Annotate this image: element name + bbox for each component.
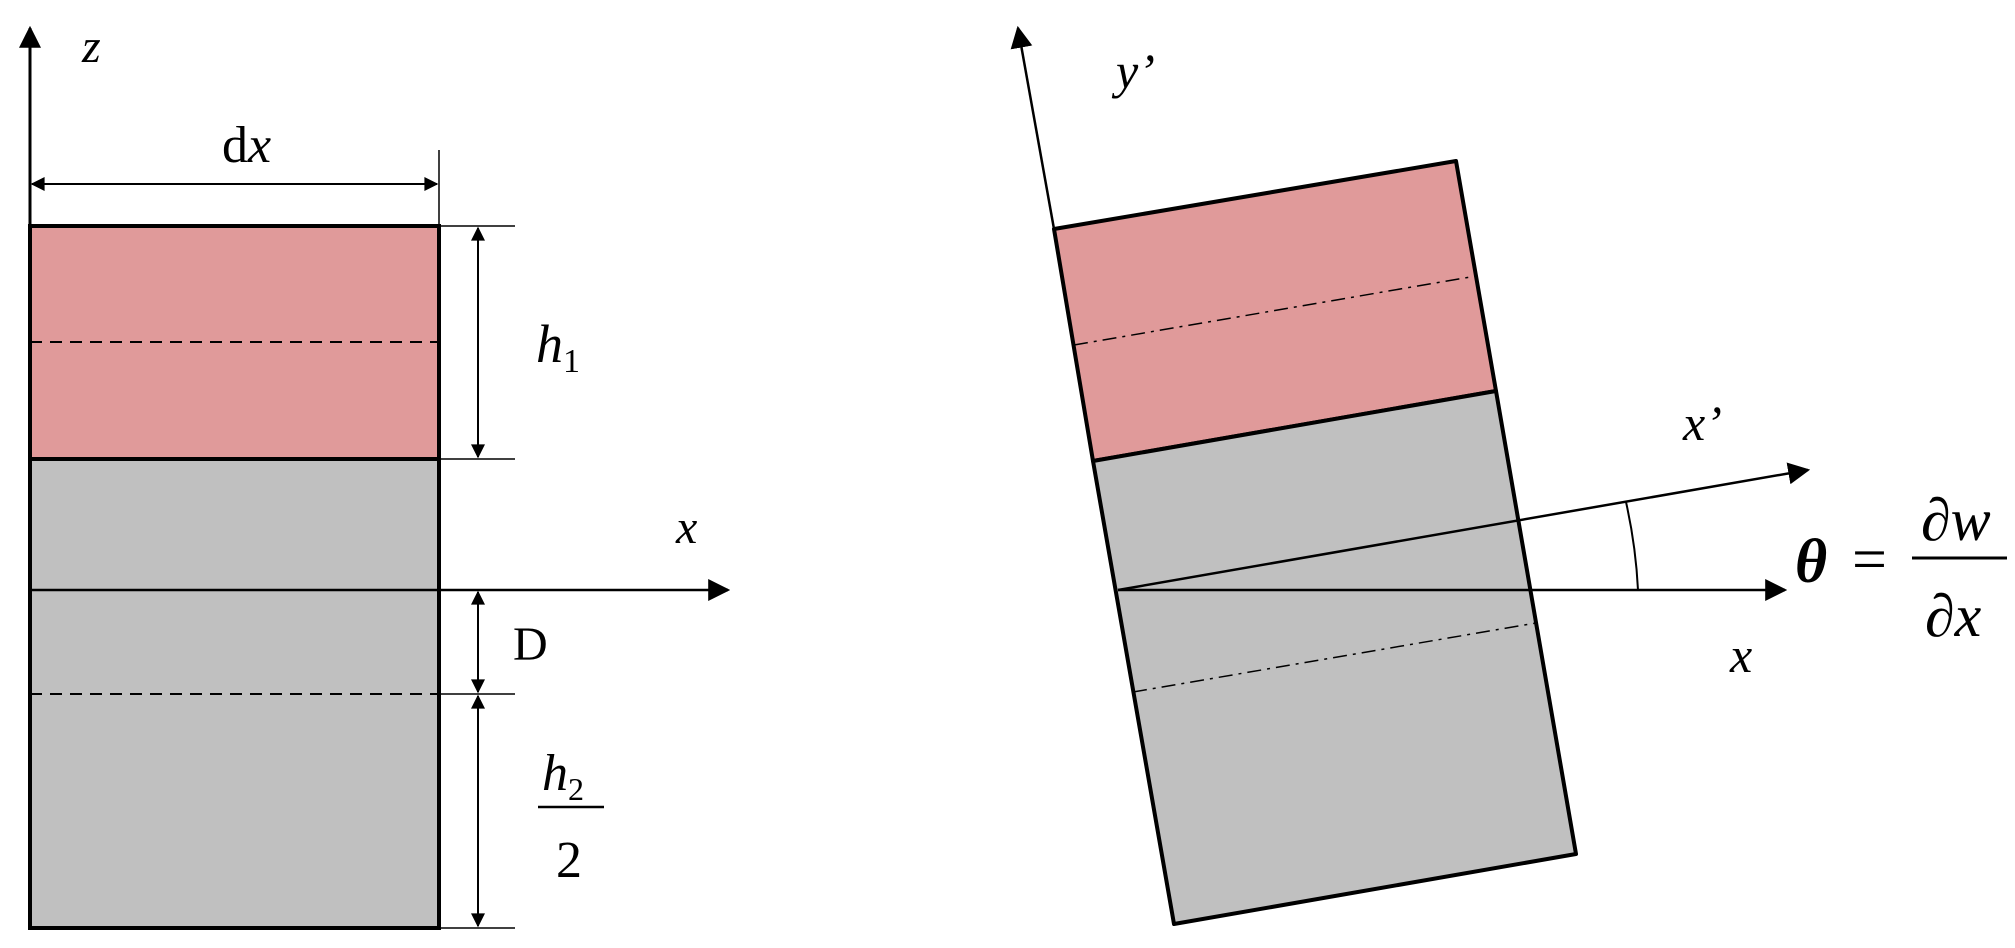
theta-denominator: ∂x bbox=[1925, 583, 1982, 649]
x-axis-label-right: x bbox=[1729, 627, 1752, 683]
D-label: D bbox=[513, 618, 548, 671]
top-layer-midline-rotated bbox=[1073, 275, 1477, 346]
bottom-layer-midline-rotated bbox=[1132, 622, 1537, 693]
x-axis-label-left: x bbox=[675, 501, 697, 554]
theta-symbol: θ bbox=[1795, 528, 1827, 596]
y-prime-axis bbox=[1010, 25, 1056, 230]
h2-half-fraction: h2 2 bbox=[538, 745, 604, 889]
equals-sign: = bbox=[1852, 526, 1887, 594]
dx-label: dx bbox=[222, 117, 271, 174]
right-panel: y’ x’ x θ = ∂w ∂x bbox=[1010, 25, 2007, 926]
rotation-angle-arc bbox=[1625, 501, 1639, 591]
x-prime-label: x’ bbox=[1682, 395, 1722, 451]
h1-label: h1 bbox=[536, 314, 580, 380]
y-prime-label: y’ bbox=[1111, 43, 1155, 99]
z-axis-label: z bbox=[81, 20, 101, 73]
x-prime-axis bbox=[1117, 462, 1811, 592]
left-panel: z x dx h1 D h2 2 bbox=[19, 20, 731, 930]
theta-numerator: ∂w bbox=[1921, 487, 1991, 553]
h2-denominator: 2 bbox=[556, 832, 582, 889]
h2-numerator: h2 bbox=[542, 745, 584, 807]
theta-equation: θ = ∂w ∂x bbox=[1795, 487, 2007, 649]
